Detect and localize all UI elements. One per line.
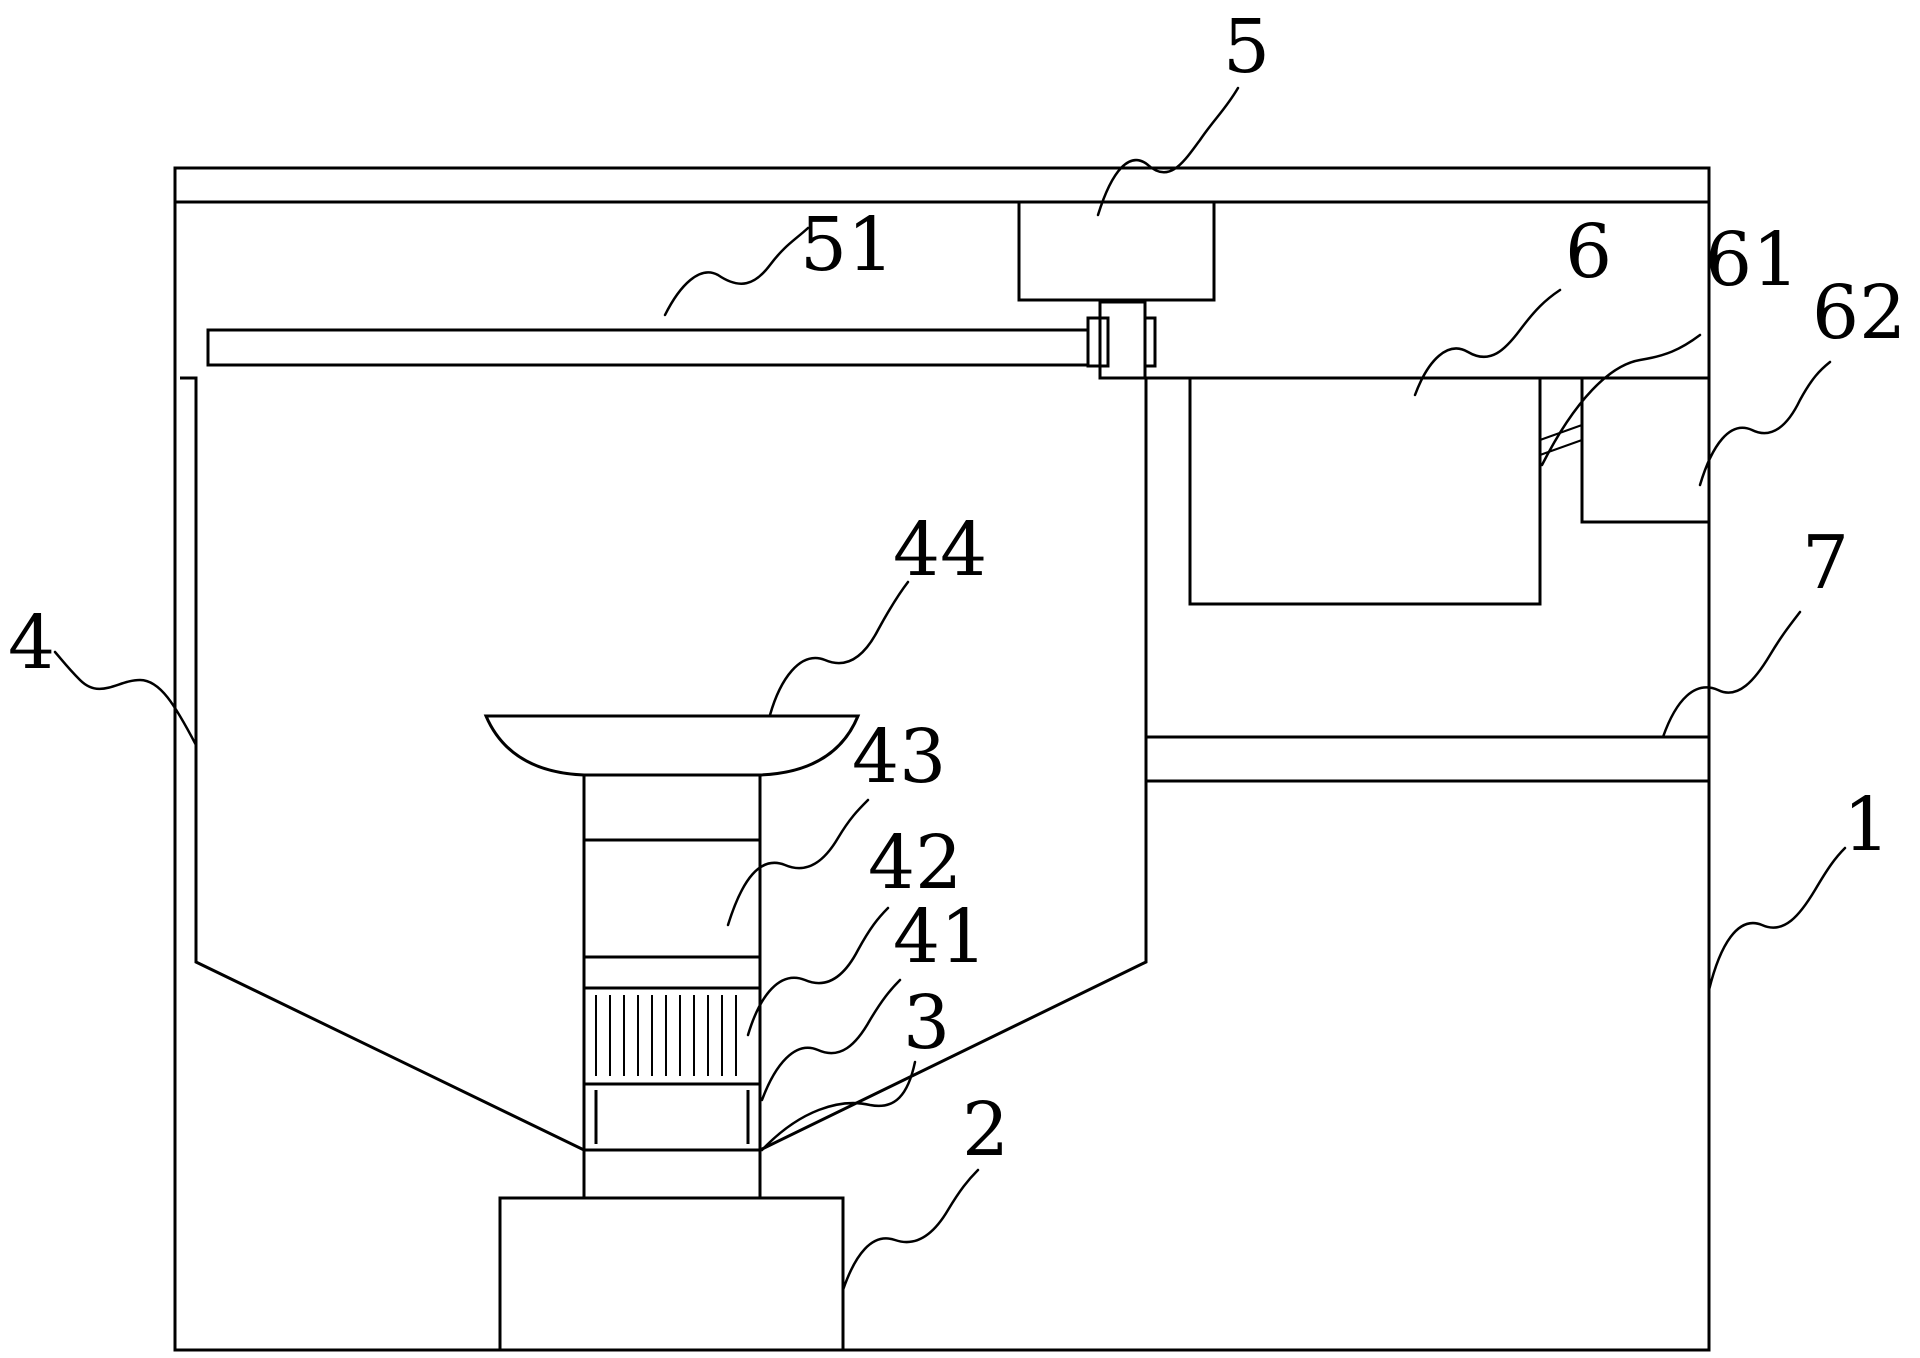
label-1: 1 xyxy=(1843,782,1890,868)
label-41: 41 xyxy=(893,894,987,980)
label-4: 4 xyxy=(8,600,55,686)
label-43: 43 xyxy=(852,714,946,800)
leader-lines xyxy=(53,86,1847,1292)
base-motor xyxy=(498,1196,845,1352)
shelf xyxy=(1144,735,1711,783)
box-6 xyxy=(1188,376,1542,606)
label-5: 5 xyxy=(1223,4,1270,90)
label-3: 3 xyxy=(903,980,950,1066)
label-61: 61 xyxy=(1705,217,1799,303)
label-44: 44 xyxy=(893,507,987,593)
top-motor xyxy=(1017,200,1216,302)
box-62 xyxy=(1580,376,1711,524)
label-2: 2 xyxy=(962,1087,1009,1173)
column xyxy=(582,773,762,1200)
label-42: 42 xyxy=(868,820,962,906)
rod-assembly xyxy=(206,300,1157,380)
gear-teeth xyxy=(595,995,737,1076)
label-7: 7 xyxy=(1802,520,1849,606)
label-62: 62 xyxy=(1812,270,1906,356)
label-51: 51 xyxy=(800,202,894,288)
label-6: 6 xyxy=(1565,209,1612,295)
bowl xyxy=(483,714,861,777)
